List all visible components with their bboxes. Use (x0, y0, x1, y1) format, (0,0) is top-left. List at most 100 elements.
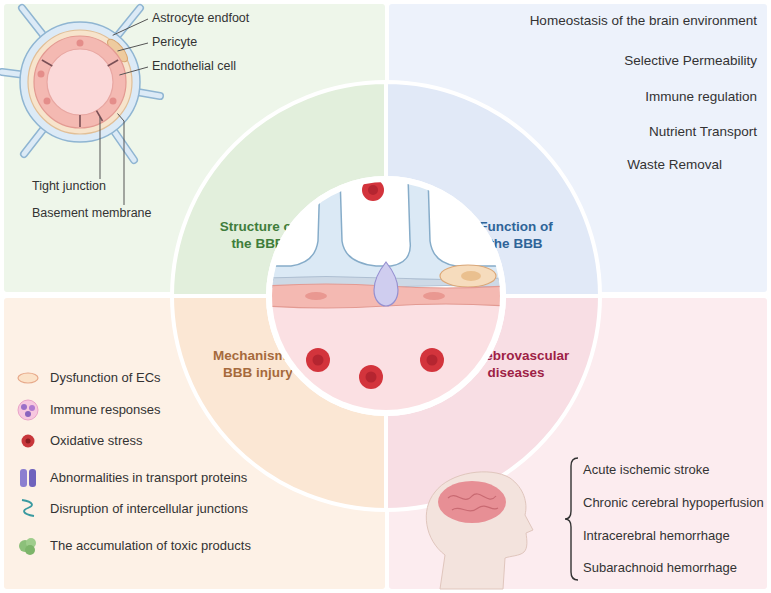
mechanism-icons (18, 373, 38, 555)
red-blood-cell (420, 348, 444, 372)
astrocyte-processes (2, 8, 160, 160)
leader-line (100, 117, 101, 179)
astrocyte-endfeet (266, 176, 506, 280)
tight-junction-mark (97, 111, 103, 121)
endothelial-layer (266, 284, 506, 308)
brain (438, 481, 506, 523)
item-label: Intracerebral hemorrhage (583, 528, 763, 544)
process-outline (80, 8, 140, 82)
leader-lines (100, 19, 148, 205)
basement-membrane (266, 277, 506, 289)
closeup-background (266, 176, 506, 416)
immune-cell-dot (21, 404, 27, 410)
mechanism-panel: Dysfunction of ECsImmune responsesOxidat… (4, 298, 385, 589)
item-label: Immune regulation (457, 89, 757, 106)
sector-shape (386, 296, 600, 510)
item-label: Selective Permeability (457, 53, 757, 70)
brain-gyri (448, 494, 496, 500)
item-label: Immune responses (50, 402, 350, 418)
astrocyte-process (22, 8, 80, 82)
head-silhouette (426, 472, 533, 589)
junction-icon (22, 500, 34, 516)
basement-membrane-ring (28, 30, 132, 134)
process-outline (2, 72, 80, 82)
red-blood-cell (362, 179, 384, 201)
leader-line (113, 19, 148, 35)
item-label: Subarachnoid hemorrhage (583, 560, 763, 576)
astrocyte-process (2, 72, 80, 82)
tight-junction-mark (108, 60, 118, 66)
endothelial-nucleus (305, 292, 327, 300)
sector-heading: Cerebrovascular diseases (460, 348, 572, 382)
red-blood-cell-center (427, 355, 438, 366)
transport-protein-icon (29, 469, 36, 487)
toxic-icon (25, 545, 35, 555)
ring-sector (386, 82, 600, 296)
sector-shape (172, 82, 386, 296)
astrocyte-process (80, 8, 140, 82)
toxic-icon (26, 538, 36, 548)
tight-junction-mark (42, 60, 52, 66)
vessel-lumen (47, 49, 113, 115)
red-blood-cell-center (366, 372, 377, 383)
item-label: Acute ischemic stroke (583, 462, 763, 478)
item-label: Waste Removal (422, 157, 722, 174)
vessel-cross-section (2, 8, 160, 205)
curly-brace (565, 458, 578, 580)
item-label: Astrocyte endfoot (152, 11, 302, 27)
diseases-sector: Cerebrovascular diseases (386, 296, 600, 510)
red-blood-cell (359, 365, 383, 389)
endothelial-ring (34, 36, 126, 128)
astrocyte-process (24, 82, 80, 154)
toxic-icon (19, 540, 31, 552)
pericyte-nucleus (461, 271, 481, 281)
ring-sector (172, 82, 386, 296)
process-outline (24, 82, 80, 154)
sector-heading: Function of the BBB (468, 219, 564, 253)
item-label: Oxidative stress (50, 433, 350, 449)
pericyte (440, 265, 496, 287)
item-label: The accumulation of toxic products (50, 538, 350, 554)
immune-cell-dot (25, 411, 31, 417)
leader-line (118, 114, 125, 206)
transport-vesicle (374, 262, 398, 306)
diseases-panel: Acute ischemic strokeChronic cerebral hy… (389, 298, 767, 589)
sector-heading: Structure of the BBB (210, 219, 306, 253)
immune-icon (18, 400, 38, 420)
oxidative-icon-core (26, 439, 31, 444)
bbb-closeup (266, 176, 506, 420)
item-label: Tight junction (32, 179, 182, 195)
item-label: Chronic cerebral hypoperfusion (583, 495, 763, 511)
astrocyte-process (80, 82, 134, 160)
endothelial-nucleus (38, 71, 45, 78)
item-label: Dysfunction of ECs (50, 370, 350, 386)
closeup-border (266, 176, 506, 416)
item-label: Pericyte (152, 35, 302, 51)
transport-protein-icon (20, 469, 27, 487)
endothelial-nucleus (423, 292, 445, 300)
item-label: Disruption of intercellular junctions (50, 501, 350, 517)
immune-cell-dot (29, 405, 35, 411)
endothelial-nucleus (110, 98, 117, 105)
sector-heading: Mechanism of BBB injury (212, 348, 304, 382)
vessel-lumen (266, 300, 506, 420)
brain-gyri (452, 506, 498, 511)
function-panel: Homeostasis of the brain environmentSele… (389, 4, 767, 292)
item-label: Endothelial cell (152, 59, 302, 75)
sector-shape (386, 82, 600, 296)
process-outline (80, 82, 134, 160)
oxidative-icon (22, 435, 35, 448)
item-label: Abnormalities in transport proteins (50, 470, 350, 486)
leader-line (118, 43, 149, 51)
item-label: Nutrient Transport (457, 124, 757, 141)
head-illustration (426, 472, 533, 589)
endothelial-nucleus (77, 40, 84, 47)
ring-sector (172, 296, 386, 510)
leader-line (119, 67, 148, 75)
item-label: Homeostasis of the brain environment (457, 13, 757, 30)
pericyte (104, 36, 130, 65)
item-label: Basement membrane (32, 206, 192, 222)
endothelial-cell-icon (18, 373, 38, 383)
endothelial-nucleus (44, 98, 51, 105)
